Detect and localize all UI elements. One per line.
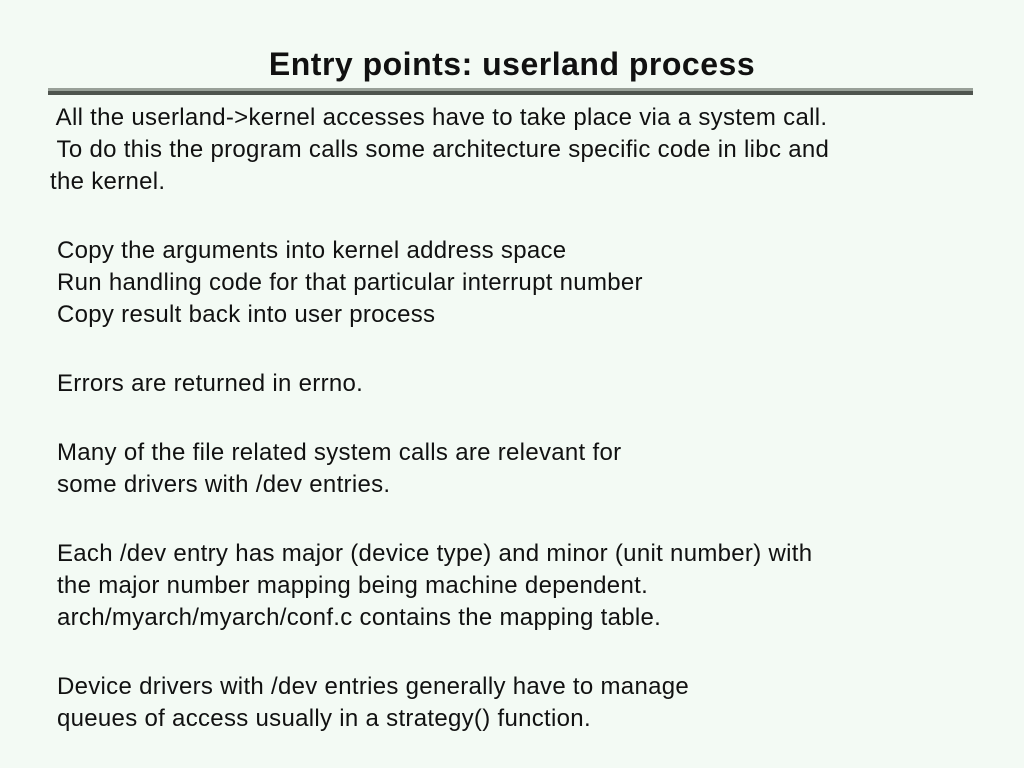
paragraph-errors: Errors are returned in errno.: [50, 368, 1024, 400]
text-line: All the userland->kernel accesses have t…: [50, 104, 828, 131]
text-line: Many of the file related system calls ar…: [50, 439, 622, 466]
slide-body: All the userland->kernel accesses have t…: [50, 102, 1024, 735]
title-rule-divider: [48, 88, 973, 95]
text-line: Copy result back into user process: [50, 301, 436, 328]
paragraph-device-drivers: Device drivers with /dev entries general…: [50, 671, 1024, 735]
paragraph-dev-entries: Each /dev entry has major (device type) …: [50, 538, 1024, 634]
text-line: arch/myarch/myarch/conf.c contains the m…: [50, 604, 662, 631]
paragraph-syscall-intro: All the userland->kernel accesses have t…: [50, 102, 1024, 198]
text-line: the kernel.: [50, 168, 166, 195]
text-line: Errors are returned in errno.: [50, 370, 364, 397]
paragraph-file-syscalls: Many of the file related system calls ar…: [50, 437, 1024, 501]
text-line: queues of access usually in a strategy()…: [50, 705, 591, 732]
text-line: To do this the program calls some archit…: [50, 136, 830, 163]
text-line: Device drivers with /dev entries general…: [50, 673, 690, 700]
text-line: the major number mapping being machine d…: [50, 572, 649, 599]
text-line: some drivers with /dev entries.: [50, 471, 391, 498]
paragraph-syscall-steps: Copy the arguments into kernel address s…: [50, 235, 1024, 331]
page-title: Entry points: userland process: [268, 46, 756, 82]
text-line: Run handling code for that particular in…: [50, 269, 643, 296]
text-line: Copy the arguments into kernel address s…: [50, 237, 567, 264]
text-line: Each /dev entry has major (device type) …: [50, 540, 813, 567]
